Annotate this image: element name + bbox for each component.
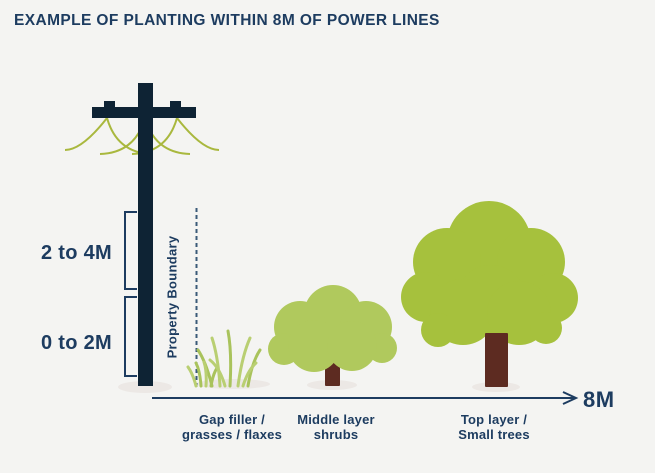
insulator-right-icon (170, 101, 181, 108)
tree-trunk (485, 333, 508, 387)
wire-right-outer (176, 117, 220, 151)
tree-icon (401, 201, 578, 387)
measurement-brackets (124, 211, 137, 377)
layer-label-line2: grasses / flaxes (181, 427, 283, 442)
power-pole-icon (92, 83, 196, 386)
shrub-icon (268, 285, 397, 386)
arrow-head (562, 391, 579, 405)
grass-blade (210, 336, 222, 388)
bracket-2to4m (124, 211, 137, 290)
pole-post (138, 83, 153, 386)
pole-shadow (118, 381, 172, 393)
grass-blade (194, 361, 203, 388)
bracket-0to2m (124, 296, 137, 377)
grass-blade (241, 361, 258, 388)
grass-blade (226, 329, 233, 388)
layer-label-middle-layer: Middle layer shrubs (266, 412, 406, 442)
layer-label-line2: shrubs (313, 427, 359, 442)
grass-icon (186, 329, 262, 388)
layer-label-line1: Top layer / (460, 412, 528, 427)
grass-blade (208, 358, 227, 388)
distance-arrow-icon (152, 391, 579, 405)
layer-label-line1: Middle layer (297, 412, 375, 427)
grass-shadow (196, 379, 270, 389)
zone-label-0to2m: 0 to 2M (41, 332, 112, 354)
ground-shadows (118, 379, 520, 393)
shrub-canopy (268, 285, 397, 372)
distance-8m-label: 8M (583, 387, 615, 412)
layer-label-line2: Small trees (458, 427, 530, 442)
grass-blade (202, 360, 208, 388)
wire-left-outer (64, 117, 108, 151)
layer-label-gap-filler: Gap filler / grasses / flaxes (162, 412, 302, 442)
grass-blade (186, 365, 198, 388)
property-boundary-label: Property Boundary (164, 235, 180, 359)
zone-label-2to4m: 2 to 4M (41, 242, 112, 264)
insulator-left-icon (104, 101, 115, 108)
tree-canopy (401, 201, 578, 347)
page-title: EXAMPLE OF PLANTING WITHIN 8M OF POWER L… (14, 12, 440, 29)
grass-blade (236, 336, 252, 388)
layer-label-top-layer: Top layer / Small trees (424, 412, 564, 442)
layer-label-line1: Gap filler / (199, 412, 265, 427)
